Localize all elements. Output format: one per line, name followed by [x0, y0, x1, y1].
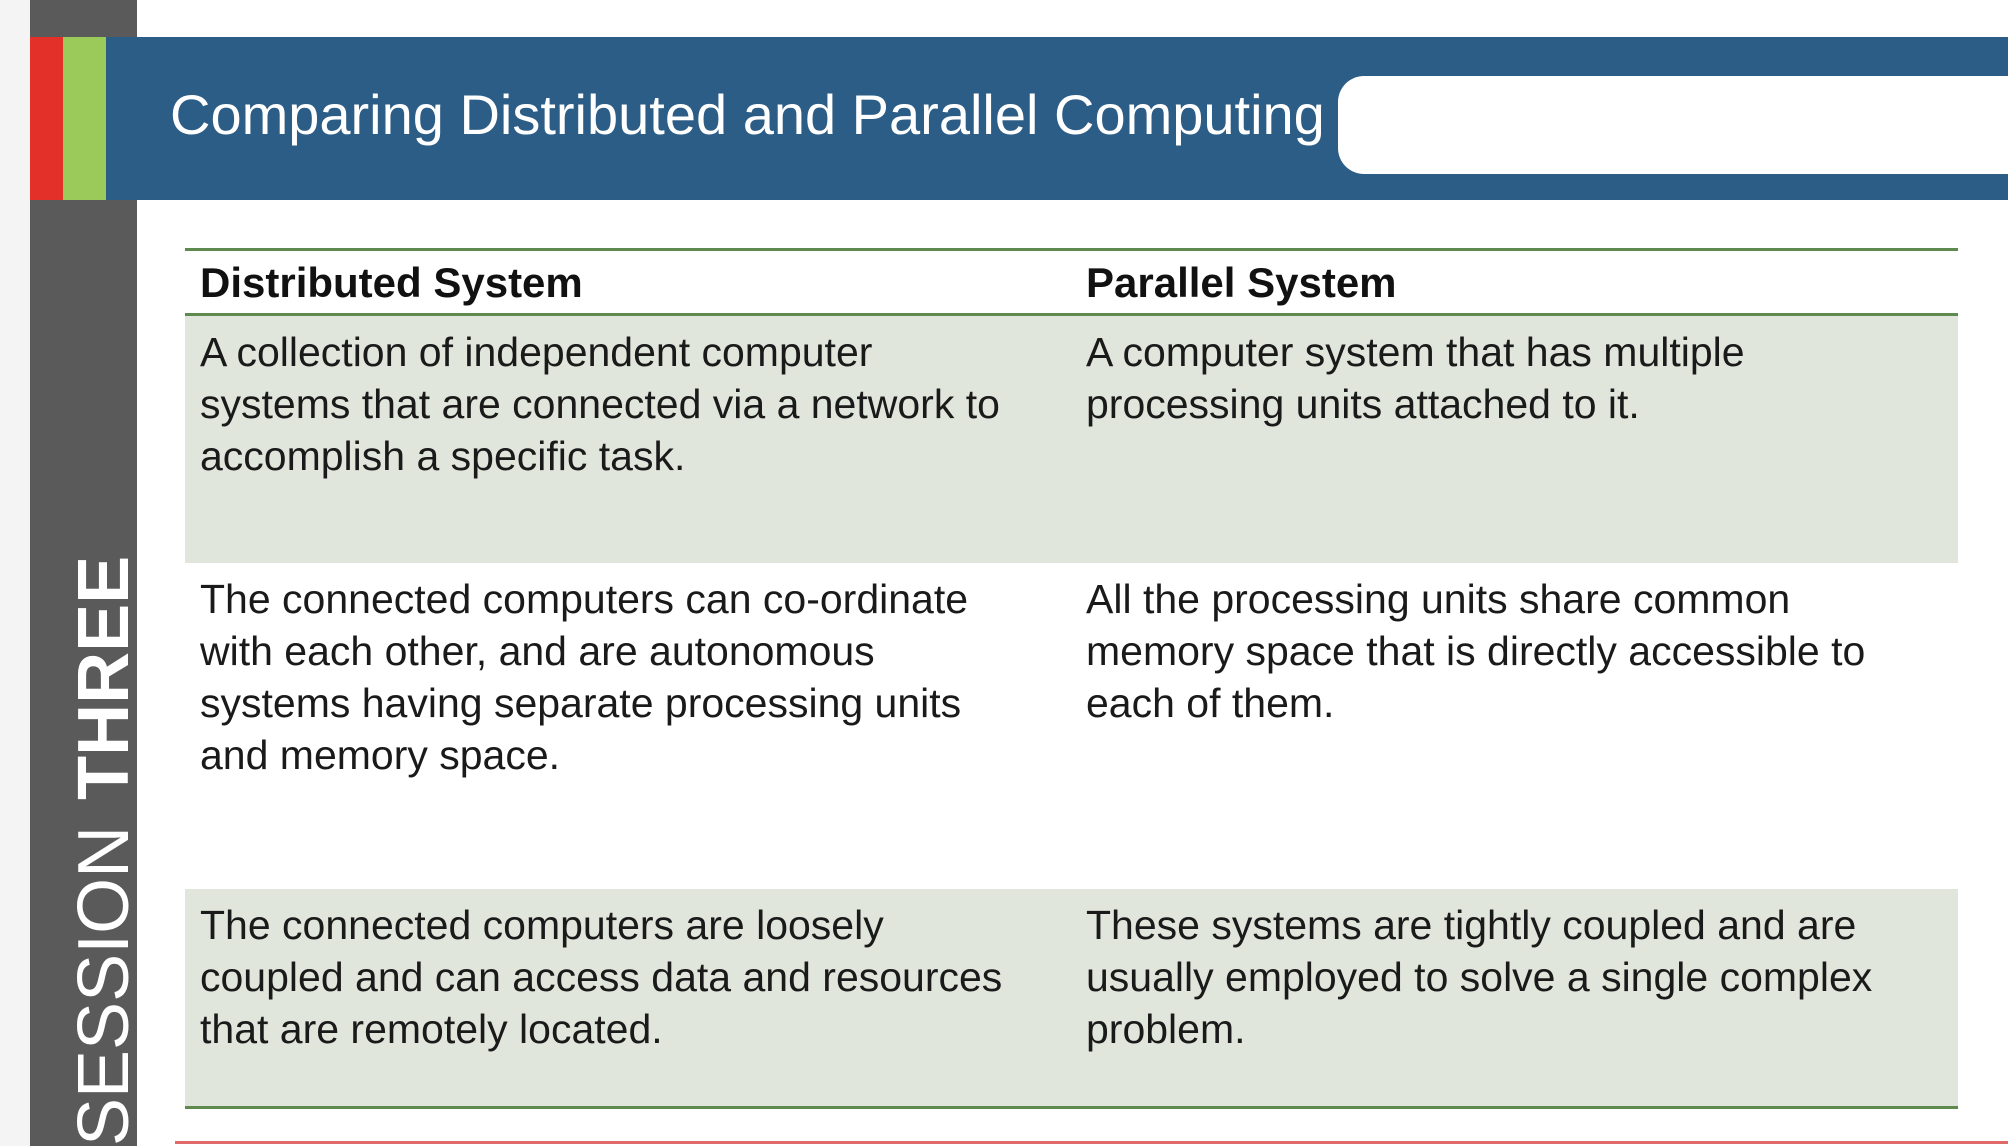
cell-parallel: All the processing units share common me…: [1086, 576, 1866, 726]
accent-stripe-green: [63, 37, 106, 200]
session-word: SESSION: [64, 825, 144, 1146]
header-rule: [185, 313, 1958, 316]
session-label: SESSION THREE: [64, 556, 144, 1146]
table-row: A collection of independent computer sys…: [185, 316, 1958, 563]
header-distributed: Distributed System: [200, 259, 583, 306]
footer-rule: [175, 1141, 2008, 1144]
cell-parallel: These systems are tightly coupled and ar…: [1086, 902, 1873, 1052]
table-top-rule: [185, 248, 1958, 251]
cell-distributed: The connected computers are loosely coup…: [200, 902, 1003, 1052]
accent-stripe-red: [30, 37, 63, 200]
slide-title: Comparing Distributed and Parallel Compu…: [170, 83, 1325, 146]
header-parallel: Parallel System: [1086, 259, 1397, 306]
table-bottom-rule: [185, 1106, 1958, 1109]
table-row: The connected computers are loosely coup…: [185, 889, 1958, 1106]
page-margin: [0, 0, 30, 1146]
cell-parallel: A computer system that has multiple proc…: [1086, 329, 1745, 427]
title-pill: [1338, 76, 2008, 174]
cell-distributed: The connected computers can co-ordinate …: [200, 576, 969, 778]
session-number: THREE: [64, 555, 144, 800]
cell-distributed: A collection of independent computer sys…: [200, 329, 1000, 479]
table-row: The connected computers can co-ordinate …: [185, 563, 1958, 889]
